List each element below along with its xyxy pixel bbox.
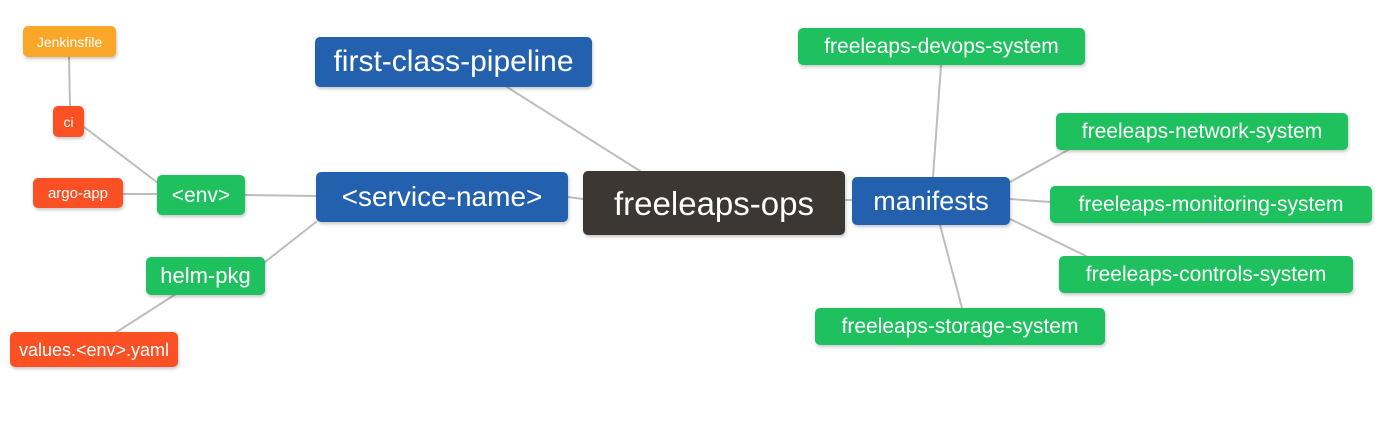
- node-label-helm-pkg: helm-pkg: [160, 263, 251, 288]
- edge-ci-to-env: [83, 126, 159, 184]
- node-label-argo-app: argo-app: [47, 184, 109, 202]
- edge-jenkinsfile-to-ci: [68, 56, 71, 107]
- edge-service-name-to-freeleaps-ops: [567, 196, 584, 200]
- node-label-values-env-yaml: values.<env>.yaml: [18, 339, 170, 360]
- node-label-freeleaps-network-system: freeleaps-network-system: [1081, 120, 1323, 143]
- node-helm-pkg[interactable]: helm-pkg: [146, 257, 265, 295]
- node-label-freeleaps-devops-system: freeleaps-devops-system: [824, 35, 1059, 58]
- edge-manifests-to-freeleaps-controls-system: [1009, 218, 1087, 257]
- node-freeleaps-devops-system[interactable]: freeleaps-devops-system: [798, 28, 1085, 65]
- node-label-first-class-pipeline: first-class-pipeline: [333, 45, 574, 78]
- node-first-class-pipeline[interactable]: first-class-pipeline: [315, 37, 592, 87]
- node-label-ci: ci: [63, 113, 74, 130]
- edge-env-to-service-name: [244, 194, 317, 197]
- edge-first-class-pipeline-to-freeleaps-ops: [506, 86, 641, 172]
- edge-helm-pkg-to-values-env-yaml: [114, 293, 177, 334]
- node-ci[interactable]: ci: [53, 106, 84, 137]
- node-freeleaps-network-system[interactable]: freeleaps-network-system: [1056, 113, 1348, 150]
- node-jenkinsfile[interactable]: Jenkinsfile: [23, 26, 116, 57]
- edge-service-name-to-helm-pkg: [264, 221, 317, 263]
- edge-manifests-to-freeleaps-storage-system: [939, 224, 963, 309]
- node-label-freeleaps-ops: freeleaps-ops: [614, 184, 814, 222]
- node-label-manifests: manifests: [873, 185, 989, 216]
- node-label-freeleaps-storage-system: freeleaps-storage-system: [841, 315, 1079, 338]
- node-freeleaps-ops[interactable]: freeleaps-ops: [583, 171, 845, 235]
- node-service-name[interactable]: <service-name>: [316, 172, 568, 222]
- node-env[interactable]: <env>: [157, 175, 245, 215]
- node-freeleaps-storage-system[interactable]: freeleaps-storage-system: [815, 308, 1105, 345]
- node-label-env: <env>: [171, 183, 231, 207]
- edge-manifests-to-freeleaps-network-system: [1009, 149, 1069, 183]
- node-label-service-name: <service-name>: [341, 181, 543, 212]
- node-label-freeleaps-controls-system: freeleaps-controls-system: [1085, 263, 1327, 286]
- node-label-freeleaps-monitoring-system: freeleaps-monitoring-system: [1078, 193, 1344, 216]
- node-manifests[interactable]: manifests: [852, 177, 1010, 225]
- node-argo-app[interactable]: argo-app: [33, 178, 123, 208]
- node-values-env-yaml[interactable]: values.<env>.yaml: [10, 332, 178, 367]
- edge-manifests-to-freeleaps-monitoring-system: [1009, 198, 1051, 203]
- node-label-jenkinsfile: Jenkinsfile: [36, 33, 103, 50]
- node-freeleaps-monitoring-system[interactable]: freeleaps-monitoring-system: [1050, 186, 1372, 223]
- node-freeleaps-controls-system[interactable]: freeleaps-controls-system: [1059, 256, 1353, 293]
- edge-manifests-to-freeleaps-devops-system: [932, 64, 942, 178]
